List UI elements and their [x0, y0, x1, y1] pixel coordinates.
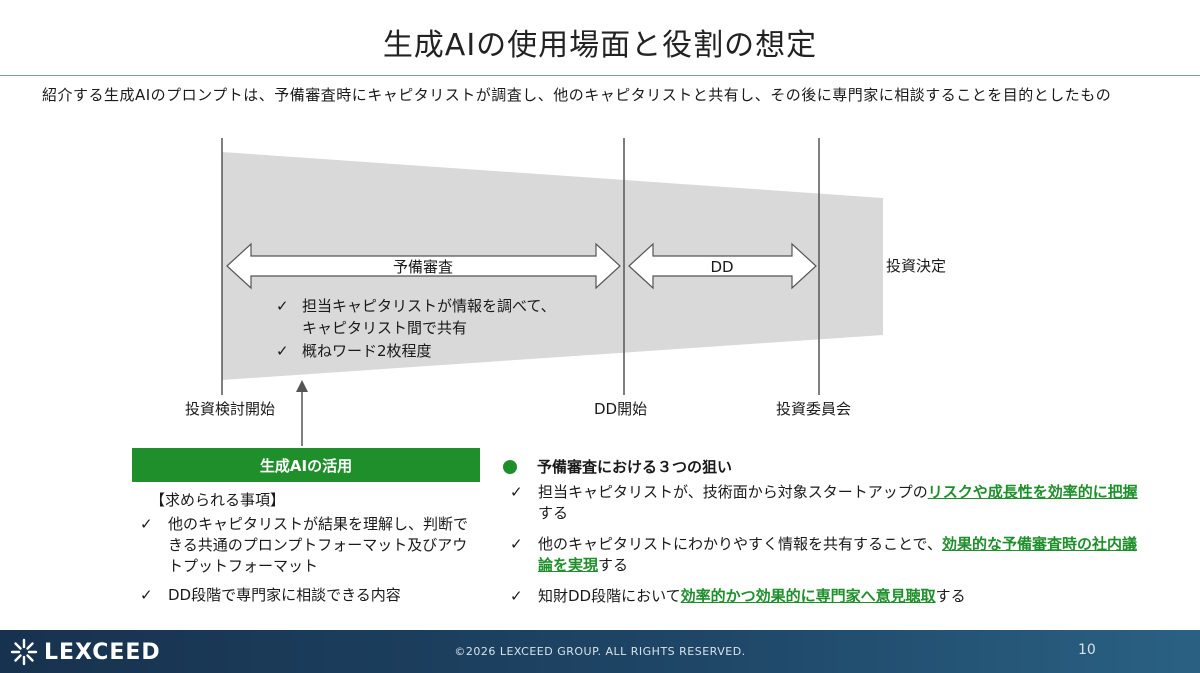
- dd-arrow: [628, 242, 817, 290]
- milestone-committee-label: 投資委員会: [776, 400, 851, 418]
- aims-heading: 予備審査における３つの狙い: [503, 456, 732, 477]
- phase2-label: DD: [710, 258, 733, 276]
- genai-usage-box: 生成AIの活用: [132, 448, 480, 482]
- copyright-text: ©2026 LEXCEED GROUP. ALL RIGHTS RESERVED…: [454, 645, 746, 658]
- logo-wordmark: LEXCEED: [44, 639, 161, 665]
- check-icon: ✓: [276, 297, 289, 315]
- company-logo: LEXCEED: [10, 638, 161, 666]
- page-title: 生成AIの使用場面と役割の想定: [382, 28, 818, 63]
- list-item: ✓DD段階で専門家に相談できる内容: [140, 586, 401, 604]
- list-item: ✓担当キャピタリストが、技術面から対象スタートアップのリスクや成長性を効率的に把…: [510, 483, 1138, 522]
- check-icon: ✓: [276, 342, 289, 360]
- timeline-bullet: 概ねワード2枚程度: [302, 342, 432, 360]
- logo-burst-icon: [10, 638, 38, 666]
- phase1-label: 予備審査: [393, 258, 453, 276]
- page-number: 10: [1078, 642, 1096, 658]
- bullet-dot-icon: [503, 459, 517, 474]
- check-icon: ✓: [510, 587, 523, 605]
- list-item: ✓他のキャピタリストが結果を理解し、判断できる共通のプロンプトフォーマット及びア…: [140, 515, 469, 575]
- check-icon: ✓: [510, 483, 523, 501]
- requirements-list: ✓他のキャピタリストが結果を理解し、判断できる共通のプロンプトフォーマット及びア…: [140, 514, 480, 614]
- milestone-dd-label: DD開始: [594, 400, 647, 418]
- intro-text: 紹介する生成AIのプロンプトは、予備審査時にキャピタリストが調査し、他のキャピタ…: [42, 86, 1112, 104]
- list-item: ✓知財DD段階において効率的かつ効果的に専門家へ意見聴取する: [510, 587, 966, 605]
- timeline-bullet-cont: キャピタリスト間で共有: [302, 319, 467, 337]
- arrow-head: [296, 380, 308, 392]
- preliminary-screening-arrow: [226, 242, 621, 290]
- title-divider: [0, 75, 1200, 76]
- milestone-start-label: 投資検討開始: [185, 400, 275, 418]
- requirements-title: 【求められる事項】: [150, 491, 286, 509]
- investment-decision-label: 投資決定: [886, 257, 946, 275]
- aims-list: ✓担当キャピタリストが、技術面から対象スタートアップのリスクや成長性を効率的に把…: [510, 482, 1150, 617]
- check-icon: ✓: [510, 535, 523, 553]
- list-item: ✓他のキャピタリストにわかりやすく情報を共有することで、効果的な予備審査時の社内…: [510, 535, 1137, 574]
- footer-bar: LEXCEED ©2026 LEXCEED GROUP. ALL RIGHTS …: [0, 630, 1200, 673]
- timeline-bullet: 担当キャピタリストが情報を調べて、: [302, 297, 556, 315]
- check-icon: ✓: [140, 586, 153, 604]
- check-icon: ✓: [140, 515, 153, 533]
